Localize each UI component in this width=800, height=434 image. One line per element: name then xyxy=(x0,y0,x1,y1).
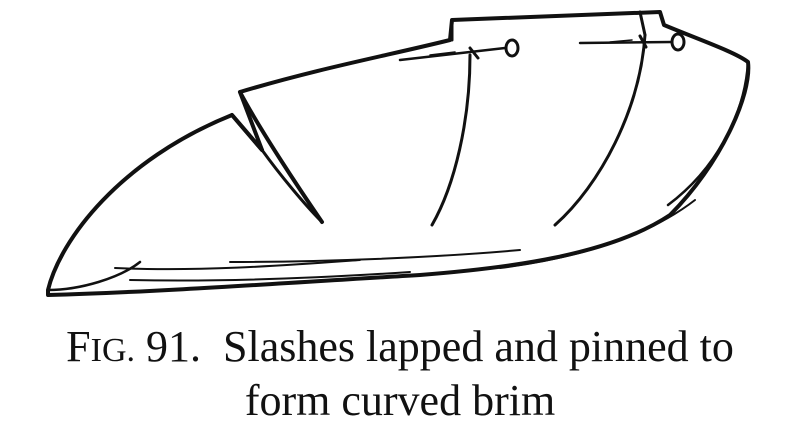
slash-line-3 xyxy=(555,35,645,225)
pin-icon xyxy=(400,40,518,60)
brim-left-fold xyxy=(48,262,140,290)
caption-text-2: form curved brim xyxy=(245,376,555,425)
brim-right-curve xyxy=(668,62,748,205)
hat-brim-illustration xyxy=(0,0,800,310)
figure-label-initial: F xyxy=(66,322,90,371)
brim-under-2 xyxy=(230,250,520,262)
caption-text-1: Slashes lapped and pinned to xyxy=(223,322,734,371)
caption-line-2: form curved brim xyxy=(0,376,800,426)
pin-icon xyxy=(580,34,684,50)
figure-number: 91. xyxy=(146,322,201,371)
figure-caption: FIG. 91. Slashes lapped and pinned to fo… xyxy=(0,322,800,426)
lap-tab-2 xyxy=(640,12,645,35)
figure-label: FIG. 91. xyxy=(66,322,201,371)
brim-under-3 xyxy=(500,200,695,268)
slash-edge-mid xyxy=(240,92,322,222)
slash-line-2 xyxy=(432,55,470,225)
caption-line-1: FIG. 91. Slashes lapped and pinned to xyxy=(0,322,800,376)
figure-label-smallcaps: IG. xyxy=(91,332,135,369)
slash-line-1 xyxy=(262,150,322,222)
